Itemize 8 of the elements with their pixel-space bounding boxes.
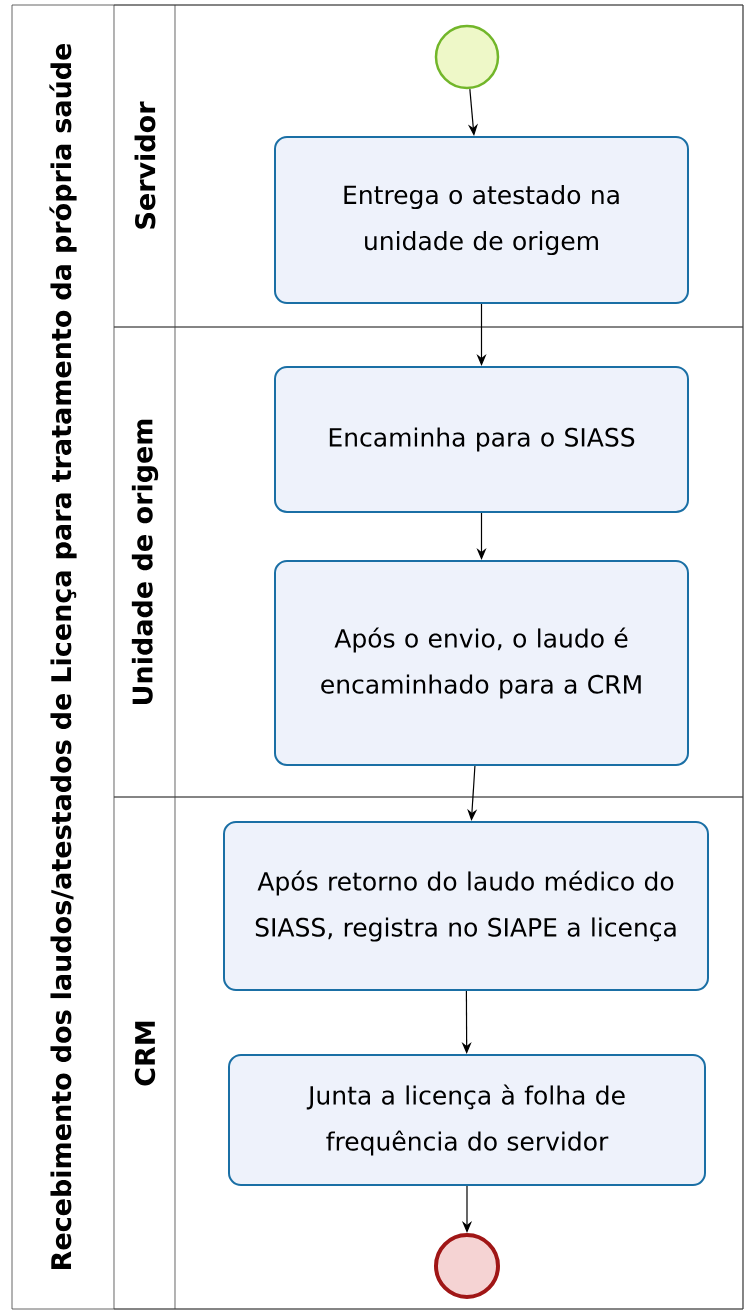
task-box: Entrega o atestado na unidade de origem	[274, 136, 689, 304]
task-box: Após retorno do laudo médico do SIASS, registra no SIAPE a licença	[223, 821, 709, 991]
end-event-circle	[434, 1233, 500, 1299]
task-box: Após o envio, o laudo é encaminhado para a CRM	[274, 560, 689, 766]
arrow	[467, 765, 478, 821]
task-box: Encaminha para o SIASS	[274, 366, 689, 513]
task-box: Junta a licença à folha de frequência do servidor	[228, 1054, 706, 1186]
start-event-circle	[434, 24, 500, 90]
